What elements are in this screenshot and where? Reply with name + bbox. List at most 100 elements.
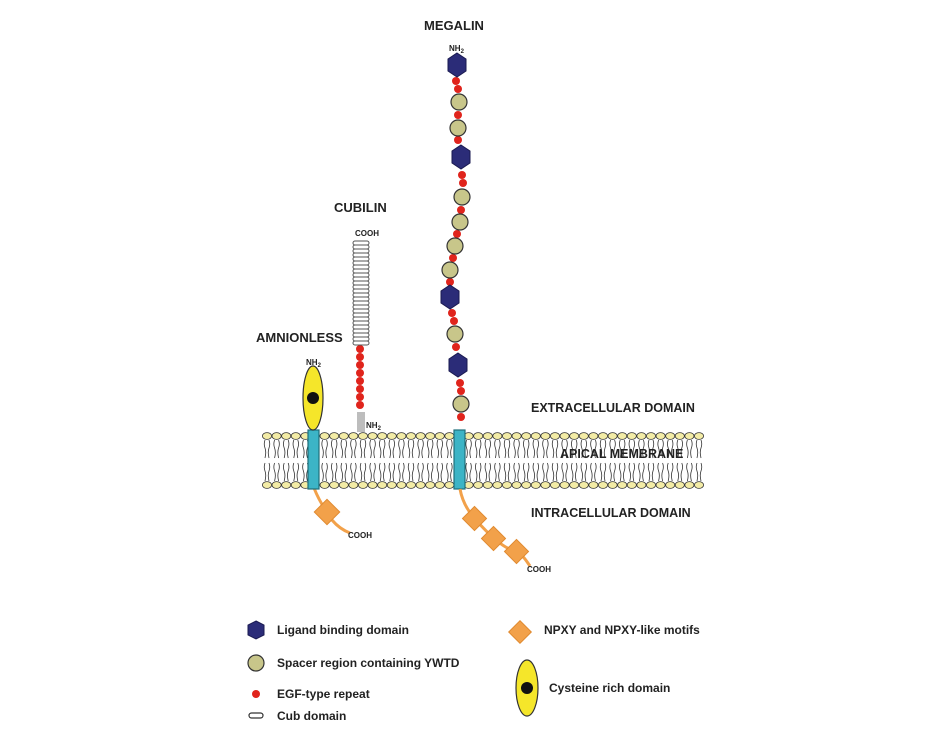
egf-repeat <box>446 278 454 286</box>
lipid-head <box>559 432 570 440</box>
spacer-ywtd-domain <box>446 237 464 255</box>
cysteine-rich-legend-label: Cysteine rich domain <box>549 681 670 695</box>
egf-repeat <box>458 171 466 179</box>
lipid-tail <box>369 439 372 459</box>
lipid-tail <box>699 462 703 482</box>
lipid-head <box>674 481 685 489</box>
lipid-tail <box>671 462 674 482</box>
spacer-ywtd-domain <box>453 188 471 206</box>
lipid-tail <box>340 462 343 482</box>
megalin-transmembrane <box>453 429 466 490</box>
lipid-tail <box>292 439 295 459</box>
lipid-tail <box>388 439 391 459</box>
lipid-tail <box>431 462 434 482</box>
egf-repeat <box>454 111 462 119</box>
lipid-tail <box>363 462 367 482</box>
lipid-head <box>569 481 580 489</box>
lipid-tail <box>359 462 363 482</box>
lipid-head <box>482 432 493 440</box>
lipid-tail <box>484 439 487 459</box>
lipid-tail <box>642 439 645 459</box>
cub-domain <box>352 248 370 254</box>
cub-domain <box>352 272 370 278</box>
lipid-tail <box>503 462 507 482</box>
lipid-tail <box>536 462 539 482</box>
egf-repeat <box>453 230 461 238</box>
lipid-tail <box>421 462 424 482</box>
lipid-head <box>415 432 426 440</box>
lipid-tail <box>263 439 267 459</box>
lipid-tail <box>642 462 645 482</box>
lipid-tail <box>507 462 511 482</box>
egf-repeat <box>356 345 364 353</box>
lipid-head <box>521 481 532 489</box>
lipid-tail <box>277 439 280 459</box>
lipid-tail <box>619 462 622 482</box>
lipid-tail <box>407 439 411 459</box>
lipid-head <box>386 432 397 440</box>
lipid-tail <box>488 439 491 459</box>
lipid-tail <box>411 439 415 459</box>
lipid-tail <box>647 439 651 459</box>
lipid-tail <box>436 462 439 482</box>
lipid-head <box>415 481 426 489</box>
lipid-tail <box>676 462 679 482</box>
lipid-tail <box>287 462 290 482</box>
lipid-tail <box>686 462 689 482</box>
lipid-tail <box>331 439 334 459</box>
lipid-tail <box>267 439 271 459</box>
lipid-tail <box>671 439 674 459</box>
lipid-tail <box>623 439 626 459</box>
lipid-tail <box>551 462 555 482</box>
lipid-tail <box>325 439 328 459</box>
cub-domain-legend-label: Cub domain <box>277 709 346 723</box>
lipid-head <box>655 481 666 489</box>
lipid-tail <box>465 462 468 482</box>
lipid-head <box>271 432 282 440</box>
egf-repeat <box>356 353 364 361</box>
lipid-tail <box>536 439 539 459</box>
lipid-head <box>405 432 416 440</box>
lipid-tail <box>427 439 430 459</box>
lipid-head <box>329 432 340 440</box>
amnionless-label: AMNIONLESS <box>256 330 343 345</box>
lipid-tail <box>594 439 597 459</box>
lipid-tail <box>369 462 372 482</box>
lipid-tail <box>450 439 453 459</box>
lipid-head <box>357 432 368 440</box>
cub-domain-legend-icon <box>248 712 264 719</box>
lipid-tail <box>571 462 574 482</box>
lipid-tail <box>335 439 338 459</box>
spacer-ywtd-domain <box>452 395 470 413</box>
lipid-head <box>607 481 618 489</box>
lipid-tail <box>680 462 683 482</box>
cub-domain <box>352 300 370 306</box>
lipid-tail <box>383 439 386 459</box>
lipid-tail <box>503 439 507 459</box>
lipid-tail <box>417 462 420 482</box>
lipid-head <box>636 432 647 440</box>
lipid-tail <box>350 462 353 482</box>
cubilin-egf-repeats <box>356 345 364 409</box>
lipid-head <box>588 432 599 440</box>
cub-domain <box>352 276 370 282</box>
lipid-tail <box>398 462 401 482</box>
cysteine-rich-legend-core <box>521 682 533 694</box>
lipid-head <box>511 432 522 440</box>
lipid-head <box>271 481 282 489</box>
lipid-tail <box>555 462 559 482</box>
spacer-ywtd-domain <box>441 261 459 279</box>
lipid-tail <box>575 439 578 459</box>
lipid-tail <box>479 462 482 482</box>
amnionless-transmembrane <box>307 429 320 490</box>
lipid-head <box>559 481 570 489</box>
egf-repeat <box>457 387 465 395</box>
lipid-tail <box>651 439 655 459</box>
lipid-head <box>281 481 292 489</box>
lipid-tail <box>277 462 280 482</box>
lipid-head <box>319 432 330 440</box>
egf-repeat <box>449 254 457 262</box>
ligand-binding-domain <box>448 352 468 378</box>
lipid-tail <box>392 439 395 459</box>
egf-repeat <box>356 401 364 409</box>
